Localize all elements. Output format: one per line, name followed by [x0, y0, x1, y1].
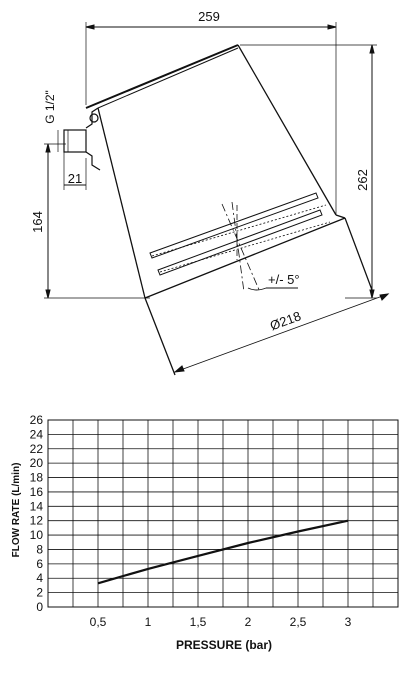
- y-tick-label: 0: [36, 600, 43, 614]
- y-tick-label: 20: [30, 456, 44, 470]
- y-tick-label: 18: [30, 471, 44, 485]
- y-tick-label: 22: [30, 442, 44, 456]
- chart-grid: [47, 419, 399, 608]
- x-tick-label: 2,5: [290, 615, 307, 629]
- x-axis-label: PRESSURE (bar): [176, 638, 272, 652]
- x-tick-label: 1: [145, 615, 152, 629]
- thread-label: G 1/2": [43, 90, 57, 124]
- y-tick-label: 6: [36, 557, 43, 571]
- y-tick-label: 24: [30, 427, 44, 441]
- y-tick-label: 12: [30, 514, 44, 528]
- x-tick-labels: 0,5 1 1,5 2 2,5 3: [90, 615, 352, 629]
- x-tick-label: 3: [345, 615, 352, 629]
- y-tick-label: 10: [30, 528, 44, 542]
- x-tick-label: 2: [245, 615, 252, 629]
- x-tick-label: 1,5: [190, 615, 207, 629]
- tilt-label: +/- 5°: [268, 272, 300, 287]
- x-tick-label: 0,5: [90, 615, 107, 629]
- connector-dimension-label: 21: [68, 171, 82, 186]
- chart-series: [97, 519, 349, 585]
- y-tick-label: 8: [36, 542, 43, 556]
- offset-dimension-label: 164: [30, 211, 45, 233]
- flow-rate-line: [97, 519, 349, 585]
- plot-frame: [47, 419, 399, 608]
- y-axis-label: FLOW RATE (L/min): [11, 463, 22, 558]
- y-tick-label: 26: [30, 413, 44, 427]
- technical-drawing: 259 262 164 21 G 1/2" +/- 5° Ø218: [30, 9, 390, 376]
- y-tick-label: 14: [30, 499, 44, 513]
- diameter-dimension-label: Ø218: [268, 308, 303, 333]
- y-tick-label: 2: [36, 586, 43, 600]
- width-dimension-label: 259: [198, 9, 220, 24]
- y-tick-label: 16: [30, 485, 44, 499]
- y-tick-label: 4: [36, 571, 43, 585]
- height-dimension-label: 262: [355, 169, 370, 191]
